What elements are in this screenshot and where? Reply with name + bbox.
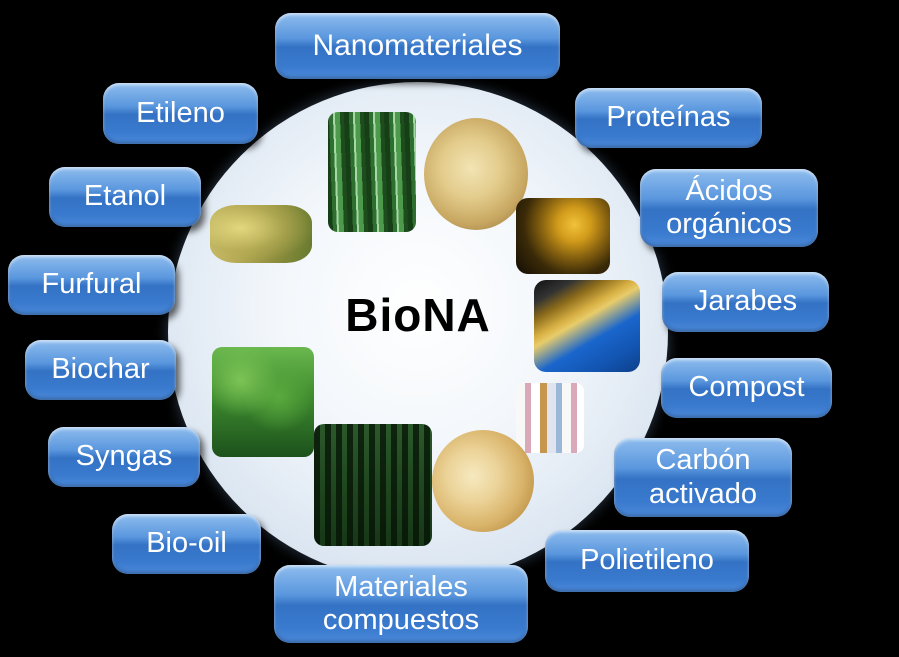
pine-forest-photo — [314, 424, 432, 546]
center-title: BioNA — [345, 289, 491, 341]
label-syngas: Syngas — [48, 427, 200, 487]
label-compost: Compost — [661, 358, 832, 418]
label-nanomateriales: Nanomateriales — [275, 13, 560, 79]
wood-shavings-photo — [432, 430, 534, 532]
label-acidos-organicos: Ácidos orgánicos — [640, 169, 818, 247]
wheat-field-photo — [210, 205, 312, 263]
label-bio-oil: Bio-oil — [112, 514, 261, 574]
oil-spoon-photo — [516, 198, 610, 274]
sugarcane-photo — [328, 112, 416, 232]
label-biochar: Biochar — [25, 340, 176, 400]
label-etileno: Etileno — [103, 83, 258, 144]
label-furfural: Furfural — [8, 255, 175, 315]
fuel-nozzle-photo — [534, 280, 640, 372]
label-jarabes: Jarabes — [662, 272, 829, 332]
label-proteinas: Proteínas — [575, 88, 762, 148]
cosmetic-bottles-photo — [516, 383, 584, 453]
label-polietileno: Polietileno — [545, 530, 749, 592]
green-trees-photo — [212, 347, 314, 457]
straw-pile-photo — [424, 118, 528, 230]
label-carbon-activado: Carbón activado — [614, 438, 792, 517]
label-materiales-compuestos: Materiales compuestos — [274, 565, 528, 643]
label-etanol: Etanol — [49, 167, 201, 227]
